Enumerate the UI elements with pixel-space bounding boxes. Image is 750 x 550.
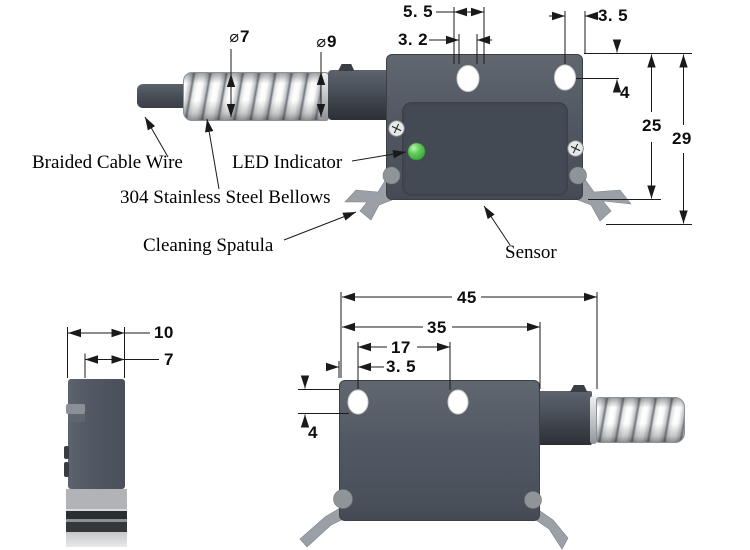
side-view-band-line (66, 509, 127, 511)
bellows-collar-top (321, 73, 328, 119)
cable-connector-bottom (540, 391, 592, 445)
label-led-indicator: LED Indicator (232, 152, 343, 173)
side-view-band-light (66, 489, 127, 509)
diameter-symbol: ⌀ (229, 27, 240, 46)
dim-7-side (84, 353, 159, 378)
bellows-top-view (183, 72, 329, 121)
side-view-nub (64, 462, 69, 477)
cable-connector-top (328, 70, 388, 120)
side-view-band-dark2 (66, 522, 127, 532)
side-view-nub (64, 446, 69, 459)
dim-10 (67, 327, 150, 378)
dim-label-hole-offset-top: 4 (620, 83, 630, 102)
label-braided-cable-wire: Braided Cable Wire (32, 152, 183, 173)
side-view-tab-shadow (68, 414, 85, 422)
diameter-value: 9 (327, 32, 337, 51)
dim-label-edge-to-hole-top: 3. 5 (598, 6, 628, 25)
side-view-tab (66, 404, 85, 414)
dim-label-overall-width: 10 (154, 323, 174, 342)
dim-label-hole-spacing: 17 (391, 338, 411, 357)
dim-3-5-bottom (326, 361, 384, 378)
label-stainless-bellows: 304 Stainless Steel Bellows (120, 187, 331, 208)
dim-label-body-height: 25 (642, 116, 662, 135)
braided-cable (137, 84, 184, 108)
dim-label-connector-diameter: ⌀9 (316, 33, 337, 50)
diameter-symbol: ⌀ (316, 32, 327, 51)
side-view-band-mid (66, 519, 127, 522)
connector-tab-top (338, 64, 355, 71)
dim-label-hole-width: 3. 2 (398, 30, 428, 49)
dim-label-overall-height: 29 (672, 129, 692, 148)
diameter-value: 7 (240, 27, 250, 46)
sensor-face-panel (402, 102, 568, 196)
connector-tab-bottom (570, 385, 588, 392)
sensor-body-bottom-view (339, 380, 540, 521)
side-view-band-bottom (66, 532, 127, 547)
dim-label-hole-offset-bottom: 4 (308, 423, 318, 442)
dim-label-overall-length: 45 (457, 288, 477, 307)
dim-label-bellows-diameter: ⌀7 (229, 28, 250, 45)
bellows-bottom-view (596, 397, 685, 443)
side-view-band-dark (66, 511, 127, 519)
label-cleaning-spatula: Cleaning Spatula (143, 235, 274, 256)
label-sensor: Sensor (505, 242, 557, 263)
bellows-collar-bottom (590, 396, 597, 444)
dim-label-body-length: 35 (427, 318, 447, 337)
dim-label-step-width: 7 (164, 350, 174, 369)
sensor-body-side-view (68, 379, 125, 489)
dim-label-slot-length: 5. 5 (403, 2, 433, 21)
dim-label-edge-to-hole-bottom: 3. 5 (386, 357, 416, 376)
